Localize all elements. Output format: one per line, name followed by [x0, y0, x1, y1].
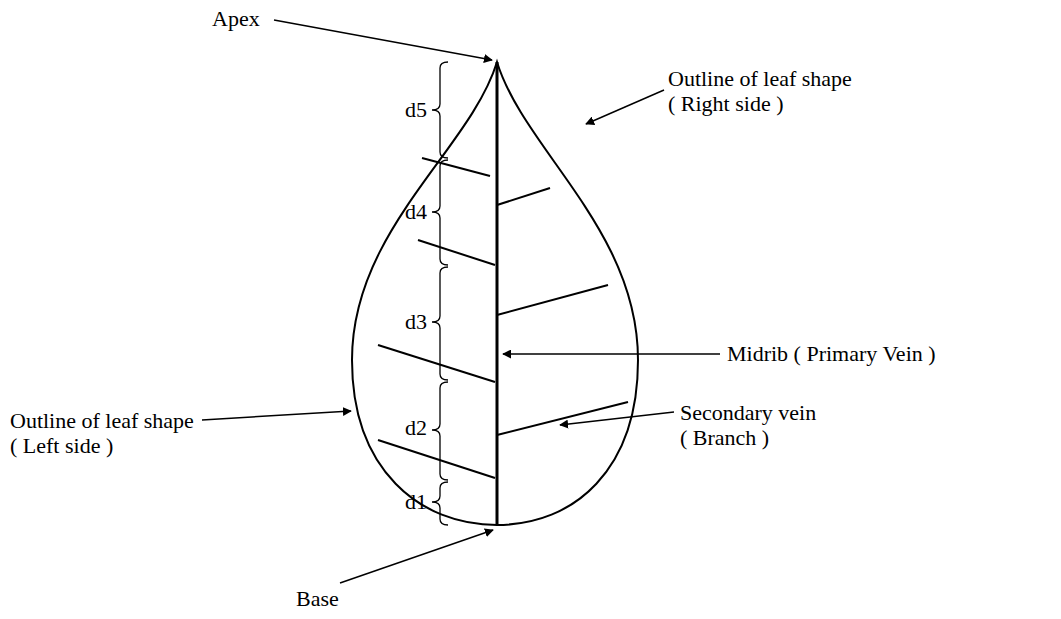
leaf-outline	[352, 62, 638, 525]
midrib	[496, 62, 499, 525]
secondary-veins	[378, 158, 628, 478]
part-label: Outline of leaf shape ( Right side )	[668, 66, 857, 117]
leader-arrows	[202, 20, 720, 583]
part-label: Outline of leaf shape ( Left side )	[10, 408, 199, 459]
distance-label: d1	[405, 489, 427, 514]
part-label: Apex	[212, 6, 260, 31]
part-label: Secondary vein ( Branch )	[680, 400, 822, 451]
distance-label: d5	[405, 97, 427, 122]
distance-label: d2	[405, 415, 427, 440]
part-label: Base	[296, 586, 339, 611]
distance-braces	[432, 62, 448, 525]
distance-label: d4	[405, 199, 427, 224]
part-label: Midrib ( Primary Vein )	[727, 341, 936, 366]
distance-label: d3	[405, 309, 427, 334]
